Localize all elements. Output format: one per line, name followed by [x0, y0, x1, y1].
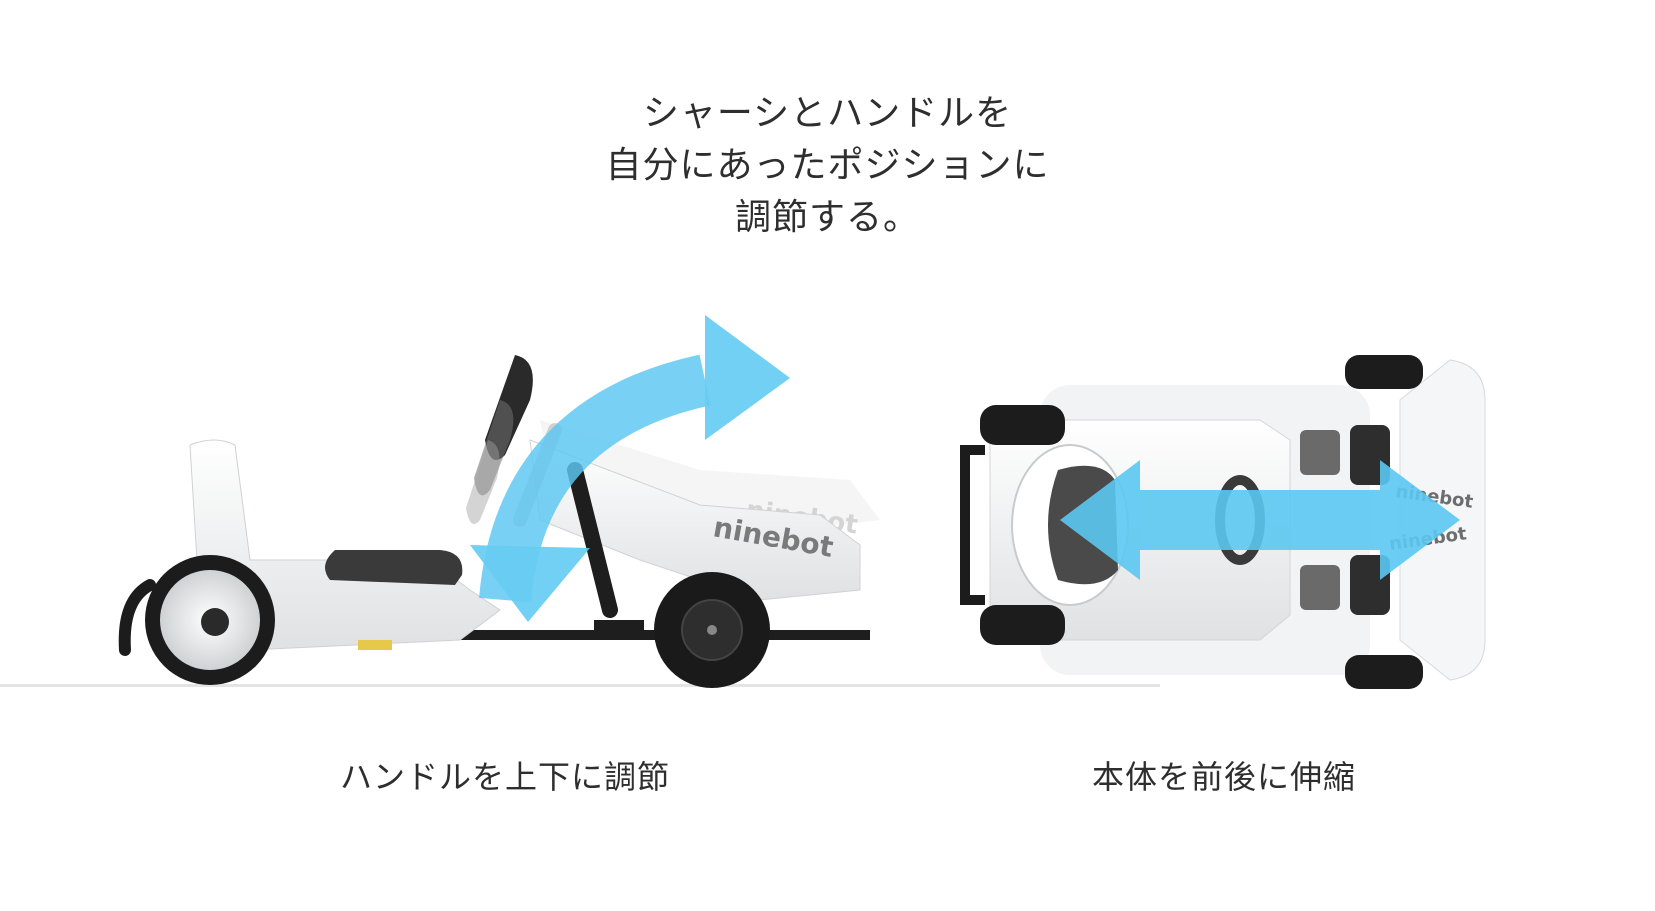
- kart-seat: [325, 550, 463, 585]
- top-rear-wheel-right: [980, 605, 1065, 645]
- headline-line-2: 自分にあったポジションに: [605, 145, 1050, 186]
- top-footrest-left: [1300, 430, 1340, 475]
- top-front-wheel-left: [1345, 355, 1423, 389]
- kart-front-shell: [529, 439, 861, 601]
- top-rear-bumper: [960, 445, 985, 605]
- kart-top-view: ninebot ninebot: [960, 355, 1486, 689]
- top-footrest-right: [1300, 565, 1340, 610]
- headline-line-3: 調節する。: [734, 197, 920, 238]
- warning-sticker: [358, 640, 392, 650]
- headline-line-1: シャーシとハンドルを: [642, 93, 1013, 134]
- kart-frame: [420, 630, 870, 640]
- rotate-arrow-icon: [470, 315, 790, 622]
- side-pedal: [594, 620, 644, 632]
- caption-handle-adjust: ハンドルを上下に調節: [340, 758, 671, 796]
- top-front-wheel-right: [1345, 655, 1423, 689]
- ground-line: [0, 684, 1160, 687]
- rear-wheel-center: [201, 608, 229, 636]
- rear-bumper: [118, 579, 156, 656]
- top-rear-wheel-left: [980, 405, 1065, 445]
- kart-side-view: ninebot ninebot: [118, 315, 880, 688]
- caption-body-extend: 本体を前後に伸縮: [1092, 758, 1357, 796]
- steering-wheel-ghost-2: [466, 440, 500, 524]
- steering-column: [567, 462, 618, 618]
- front-wheel-center: [707, 625, 717, 635]
- double-horizontal-arrow-icon: [1060, 460, 1460, 580]
- headline: シャーシとハンドルを 自分にあったポジションに 調節する。: [0, 88, 1655, 244]
- steering-wheel-ghost-1: [474, 400, 514, 496]
